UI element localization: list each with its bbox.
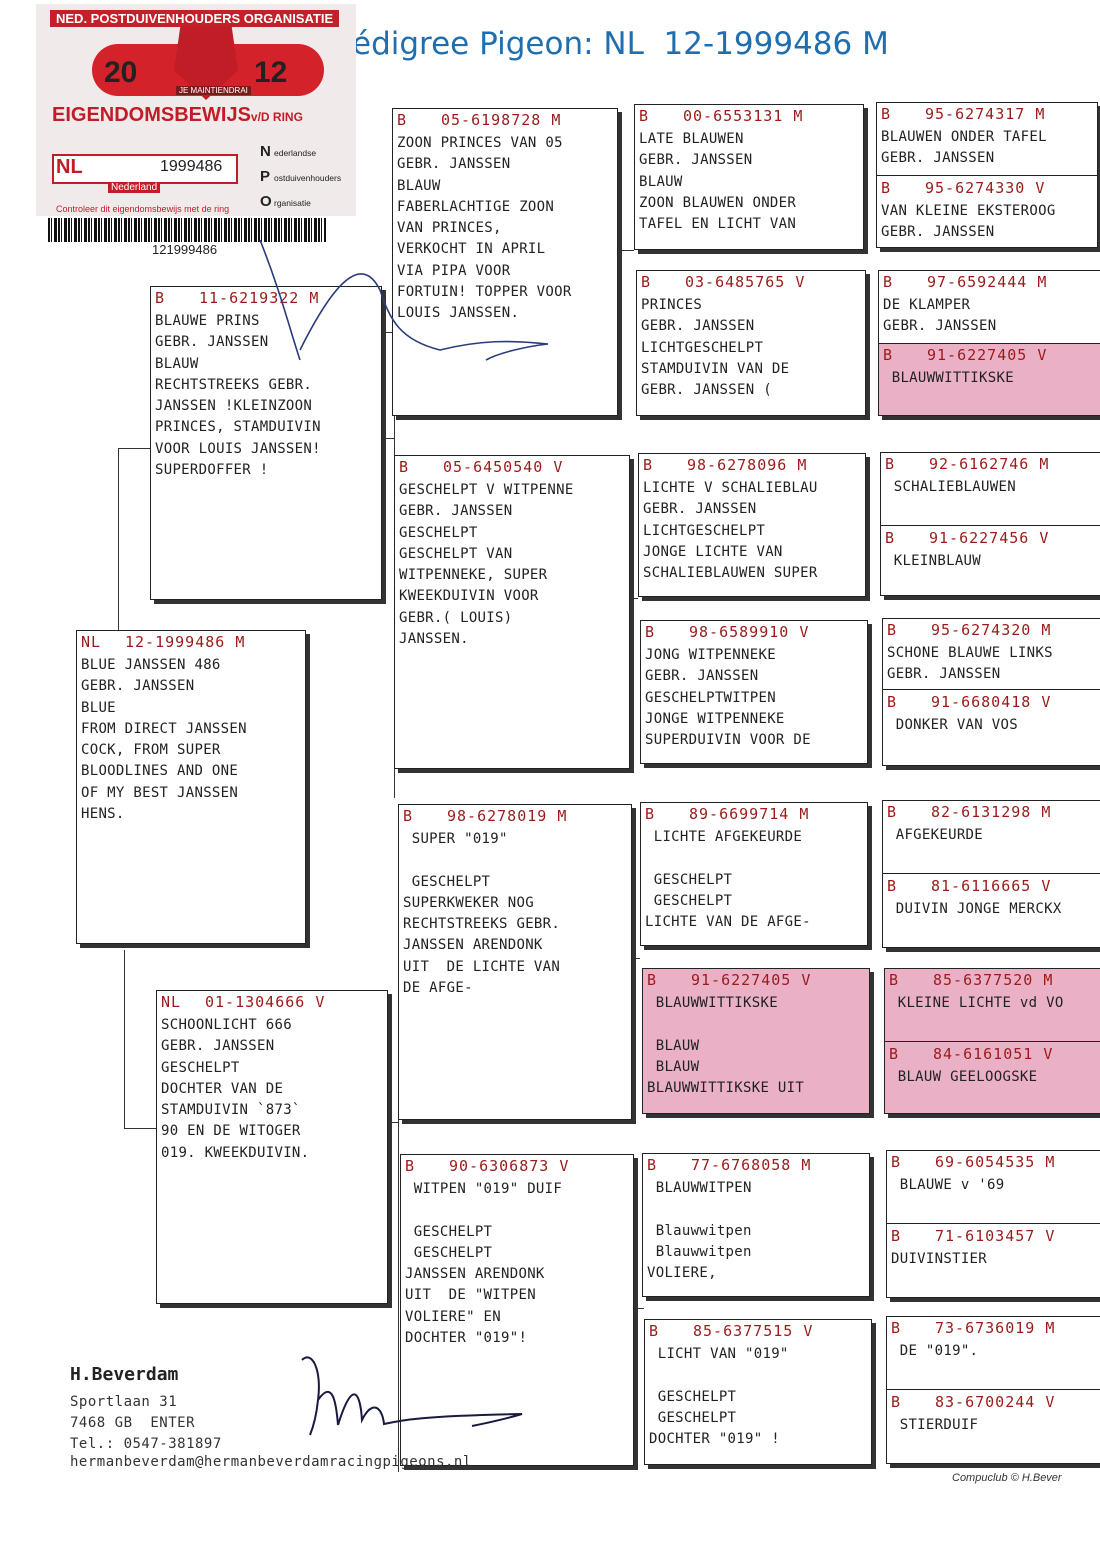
card-divider xyxy=(883,873,1100,874)
ggg-text: KLEINE LICHTE vd VO xyxy=(889,995,1064,1011)
card-divider xyxy=(877,175,1097,176)
card-divider xyxy=(883,689,1100,690)
ggg-text: SCHALIEBLAUWEN xyxy=(885,479,1016,495)
connector-line xyxy=(124,950,125,1128)
connector-line xyxy=(398,1102,399,1472)
certificate-org: NED. POSTDUIVENHOUDERS ORGANISATIE xyxy=(50,10,340,27)
dam-dam-text: WITPEN "019" DUIF GESCHELPT GESCHELPT JA… xyxy=(405,1181,563,1347)
great-grandparent-text: PRINCES GEBR. JANSSEN LICHTGESCHELPT STA… xyxy=(641,297,790,399)
certificate-year-left: 20 xyxy=(104,56,138,89)
great-grandparent-text: BLAUWWITPEN Blauwwitpen Blauwwitpen VOLI… xyxy=(647,1180,752,1282)
connector-line xyxy=(378,332,392,333)
ggg-text: STIERDUIF xyxy=(891,1417,979,1433)
dam-text: SCHOONLICHT 666 GEBR. JANSSEN GESCHELPT … xyxy=(161,1017,310,1161)
ggg-text: BLAUWWITTIKSKE xyxy=(883,370,1014,386)
owner-address: Sportlaan 31 xyxy=(70,1394,178,1410)
certificate-control-note: Controleer dit eigendomsbewijs met de ri… xyxy=(56,204,230,214)
sire-sire-text: ZOON PRINCES VAN 05 GEBR. JANSSEN BLAUW … xyxy=(397,135,572,322)
certificate-ring-number: 1999486 xyxy=(160,158,223,175)
sire-dam-text: GESCHELPT V WITPENNE GEBR. JANSSEN GESCH… xyxy=(399,482,574,648)
ggg-text: DE KLAMPER GEBR. JANSSEN xyxy=(883,297,997,335)
owner-phone: Tel.: 0547-381897 xyxy=(70,1436,222,1452)
ggg-text: BLAUWE v '69 xyxy=(891,1177,1005,1193)
ggg-text: DUIVINSTIER xyxy=(891,1251,988,1267)
certificate-country: NL xyxy=(56,156,83,178)
ggg-text: DUIVIN JONGE MERCKX xyxy=(887,901,1062,917)
owner-email-link[interactable]: hermanbeverdam@hermanbeverdamracingpigeo… xyxy=(70,1454,472,1470)
connector-line xyxy=(118,448,119,632)
subject-pigeon-text: BLUE JANSSEN 486 GEBR. JANSSEN BLUE FROM… xyxy=(81,657,247,823)
card-divider xyxy=(879,343,1100,344)
connector-line xyxy=(630,958,640,959)
great-grandparent-text: LATE BLAUWEN GEBR. JANSSEN BLAUW ZOON BL… xyxy=(639,131,797,233)
card-divider xyxy=(887,1223,1100,1224)
sire-text: BLAUWE PRINS GEBR. JANSSEN BLAUW RECHTST… xyxy=(155,313,321,479)
owner-name: H.Beverdam xyxy=(70,1364,179,1385)
ggg-text: KLEINBLAUW xyxy=(885,553,982,569)
connector-line xyxy=(386,1122,398,1123)
dam-sire-text: SUPER "019" GESCHELPT SUPERKWEKER NOG RE… xyxy=(403,831,561,997)
certificate-country-name: Nederland xyxy=(108,182,161,193)
ownership-certificate: NED. POSTDUIVENHOUDERS ORGANISATIE 20 12… xyxy=(36,4,356,216)
footer-credit: Compuclub © H.Bever xyxy=(952,1472,1062,1484)
connector-line xyxy=(384,438,394,439)
connector-line xyxy=(616,250,634,251)
certificate-year-right: 12 xyxy=(254,56,288,89)
certificate-motto: JE MAINTIENDRAI xyxy=(176,86,251,95)
great-grandparent-text: LICHT VAN "019" GESCHELPT GESCHELPT DOCH… xyxy=(649,1346,789,1448)
connector-line xyxy=(628,598,638,599)
card-divider xyxy=(887,1389,1100,1390)
barcode xyxy=(48,218,326,242)
connector-line xyxy=(394,108,395,798)
ggg-text: BLAUW GEELOOGSKE xyxy=(889,1069,1038,1085)
great-grandparent-text: BLAUWWITTIKSKE BLAUW BLAUW BLAUWWITTIKSK… xyxy=(647,995,805,1097)
great-grandparent-text: JONG WITPENNEKE GEBR. JANSSEN GESCHELPTW… xyxy=(645,647,811,749)
connector-line xyxy=(634,1308,644,1309)
ggg-text: DE "019". xyxy=(891,1343,979,1359)
ggg-text: VAN KLEINE EKSTEROOG GEBR. JANSSEN xyxy=(881,203,1056,241)
barcode-number: 121999486 xyxy=(152,242,218,257)
connector-line xyxy=(118,448,152,449)
card-divider xyxy=(885,1041,1100,1042)
great-grandparent-text: LICHTE AFGEKEURDE GESCHELPT GESCHELPT LI… xyxy=(645,829,811,931)
ggg-text: BLAUWEN ONDER TAFEL GEBR. JANSSEN xyxy=(881,129,1047,167)
great-grandparent-text: LICHTE V SCHALIEBLAU GEBR. JANSSEN LICHT… xyxy=(643,480,818,582)
owner-postcode-city: 7468 GB ENTER xyxy=(70,1415,196,1431)
ggg-text: DONKER VAN VOS xyxy=(887,717,1018,733)
page-title: édigree Pigeon: NL 12-1999486 M xyxy=(352,26,889,62)
connector-line xyxy=(124,1128,158,1129)
pen-stroke-icon xyxy=(259,239,549,361)
certificate-heading: EIGENDOMSBEWIJSv/D RING xyxy=(52,104,303,126)
signature-icon xyxy=(301,1356,523,1436)
card-divider xyxy=(881,525,1100,526)
ggg-text: SCHONE BLAUWE LINKS GEBR. JANSSEN xyxy=(887,645,1053,683)
ggg-text: AFGEKEURDE xyxy=(887,827,984,843)
